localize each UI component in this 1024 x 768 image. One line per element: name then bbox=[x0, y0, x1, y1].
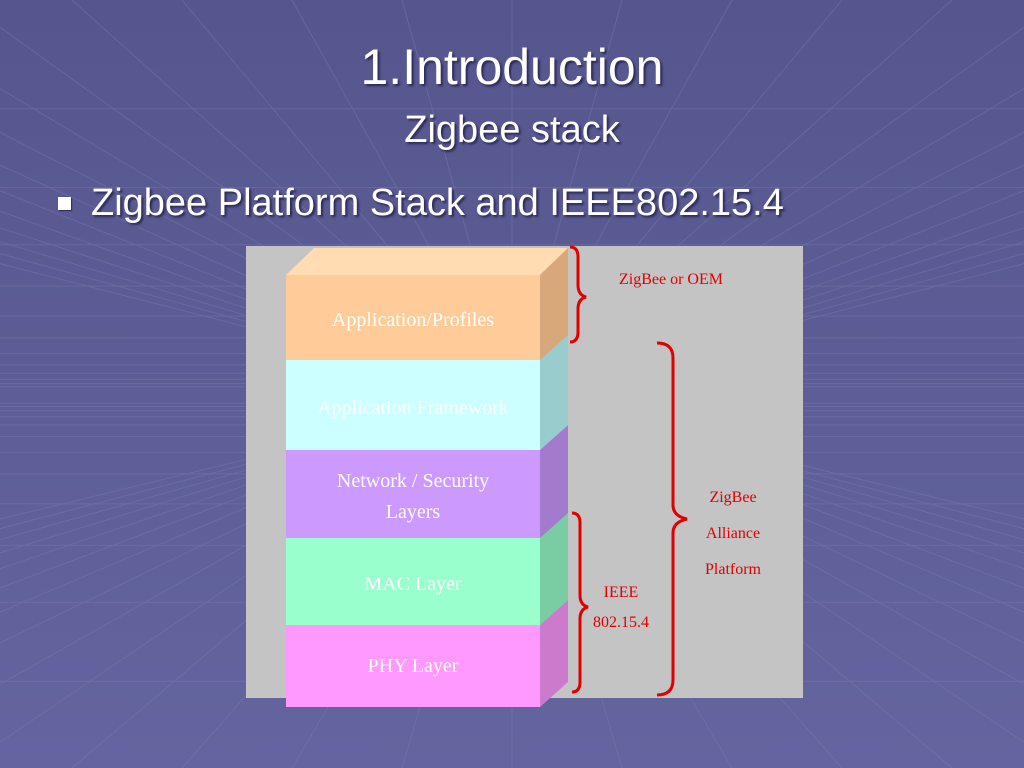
layer-label-mac: MAC Layer bbox=[364, 573, 462, 595]
mac-layer-front bbox=[286, 538, 540, 625]
ieee-line1: IEEE bbox=[603, 584, 639, 601]
zigbee-alliance-line1: ZigBee bbox=[709, 489, 757, 506]
bullet-text: Zigbee Platform Stack and IEEE802.15.4 bbox=[91, 181, 784, 224]
page-subtitle: Zigbee stack bbox=[404, 109, 620, 151]
layer-label-application-framework: Application Framework bbox=[317, 397, 509, 419]
application-layer-side bbox=[540, 248, 568, 360]
phy-layer-front bbox=[286, 625, 540, 707]
ieee-label: IEEE 802.15.4 bbox=[580, 578, 662, 638]
zigbee-alliance-line3: Platform bbox=[705, 561, 761, 578]
zigbee-alliance-brace bbox=[656, 341, 688, 697]
bullet-square-icon bbox=[58, 196, 71, 210]
mac-layer-side bbox=[540, 513, 568, 625]
application-layer-top bbox=[286, 248, 568, 275]
zigbee-oem-label: ZigBee or OEM bbox=[619, 271, 723, 288]
zigbee-alliance-line2: Alliance bbox=[705, 525, 761, 542]
application-layer-front bbox=[286, 275, 540, 360]
zigbee-oem-brace bbox=[569, 245, 587, 344]
bullet-item: Zigbee Platform Stack and IEEE802.15.4 bbox=[58, 180, 784, 226]
layer-label-network-security: Network / Security bbox=[336, 470, 490, 492]
page-title: 1.Introduction bbox=[360, 39, 664, 95]
framework-layer-side bbox=[540, 335, 568, 450]
layer-label-application-profiles: Application/Profiles bbox=[331, 309, 495, 331]
phy-layer-side bbox=[540, 600, 568, 707]
framework-layer-front bbox=[286, 360, 540, 450]
layer-label-phy: PHY Layer bbox=[367, 655, 459, 677]
layer-label-network-security-line2: Layers bbox=[385, 501, 441, 523]
zigbee-alliance-label: ZigBee Alliance Platform bbox=[683, 480, 783, 588]
ieee-brace bbox=[571, 511, 589, 694]
ieee-line2: 802.15.4 bbox=[593, 614, 649, 631]
network-layer-front bbox=[286, 450, 540, 538]
network-layer-side bbox=[540, 425, 568, 538]
